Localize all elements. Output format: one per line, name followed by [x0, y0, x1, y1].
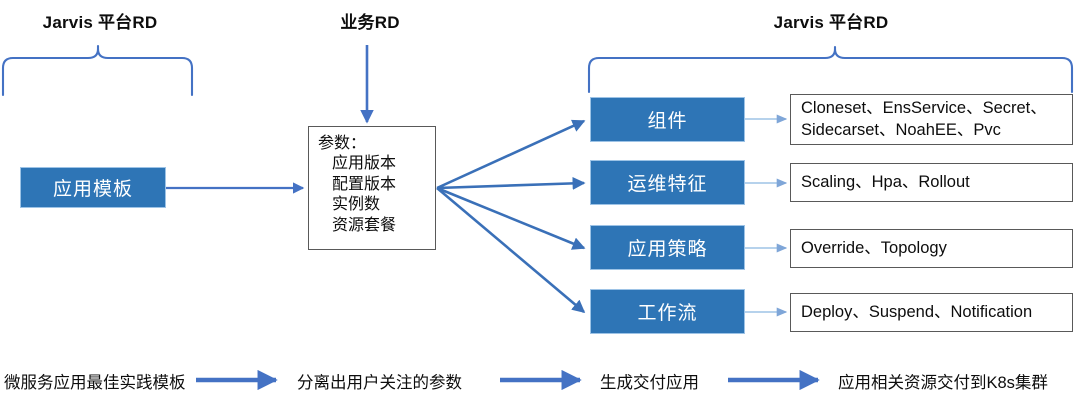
parameters-heading: 参数：: [318, 135, 367, 152]
flow-step-3-label: 生成交付应用: [600, 374, 699, 392]
node-category-app-policy[interactable]: 应用策略: [590, 225, 745, 270]
group-title-right: Jarvis 平台RD: [773, 13, 889, 32]
category-connectors: [745, 114, 788, 317]
parameter-item-instance-count: 实例数: [332, 196, 381, 214]
node-category-ops-feature[interactable]: 运维特征: [590, 160, 745, 205]
parameter-item-resource-package: 资源套餐: [332, 216, 397, 234]
node-category-workflow[interactable]: 工作流: [590, 289, 745, 334]
flow-step-1-label: 微服务应用最佳实践模板: [4, 374, 186, 392]
list-workflow-items: Deploy、Suspend、Notification: [790, 293, 1073, 332]
list-component-items: Cloneset、EnsService、Secret、Sidecarset、No…: [790, 94, 1073, 145]
list-ops-feature-items: Scaling、Hpa、Rollout: [790, 163, 1073, 202]
group-title-left: Jarvis 平台RD: [42, 13, 158, 32]
brace-left: [1, 44, 194, 97]
fanout-arrows: [436, 119, 586, 314]
flow-step-4-label: 应用相关资源交付到K8s集群: [838, 374, 1048, 392]
node-category-component[interactable]: 组件: [590, 97, 745, 142]
node-parameters[interactable]: 参数： 应用版本 配置版本 实例数 资源套餐: [308, 126, 436, 250]
parameter-item-app-version: 应用版本: [332, 155, 397, 173]
parameter-item-config-version: 配置版本: [332, 175, 397, 193]
flow-step-2-label: 分离出用户关注的参数: [297, 374, 462, 392]
node-application-template[interactable]: 应用模板: [20, 167, 166, 208]
list-app-policy-items: Override、Topology: [790, 229, 1073, 268]
brace-right: [587, 45, 1074, 94]
group-title-middle: 业务RD: [340, 13, 400, 32]
